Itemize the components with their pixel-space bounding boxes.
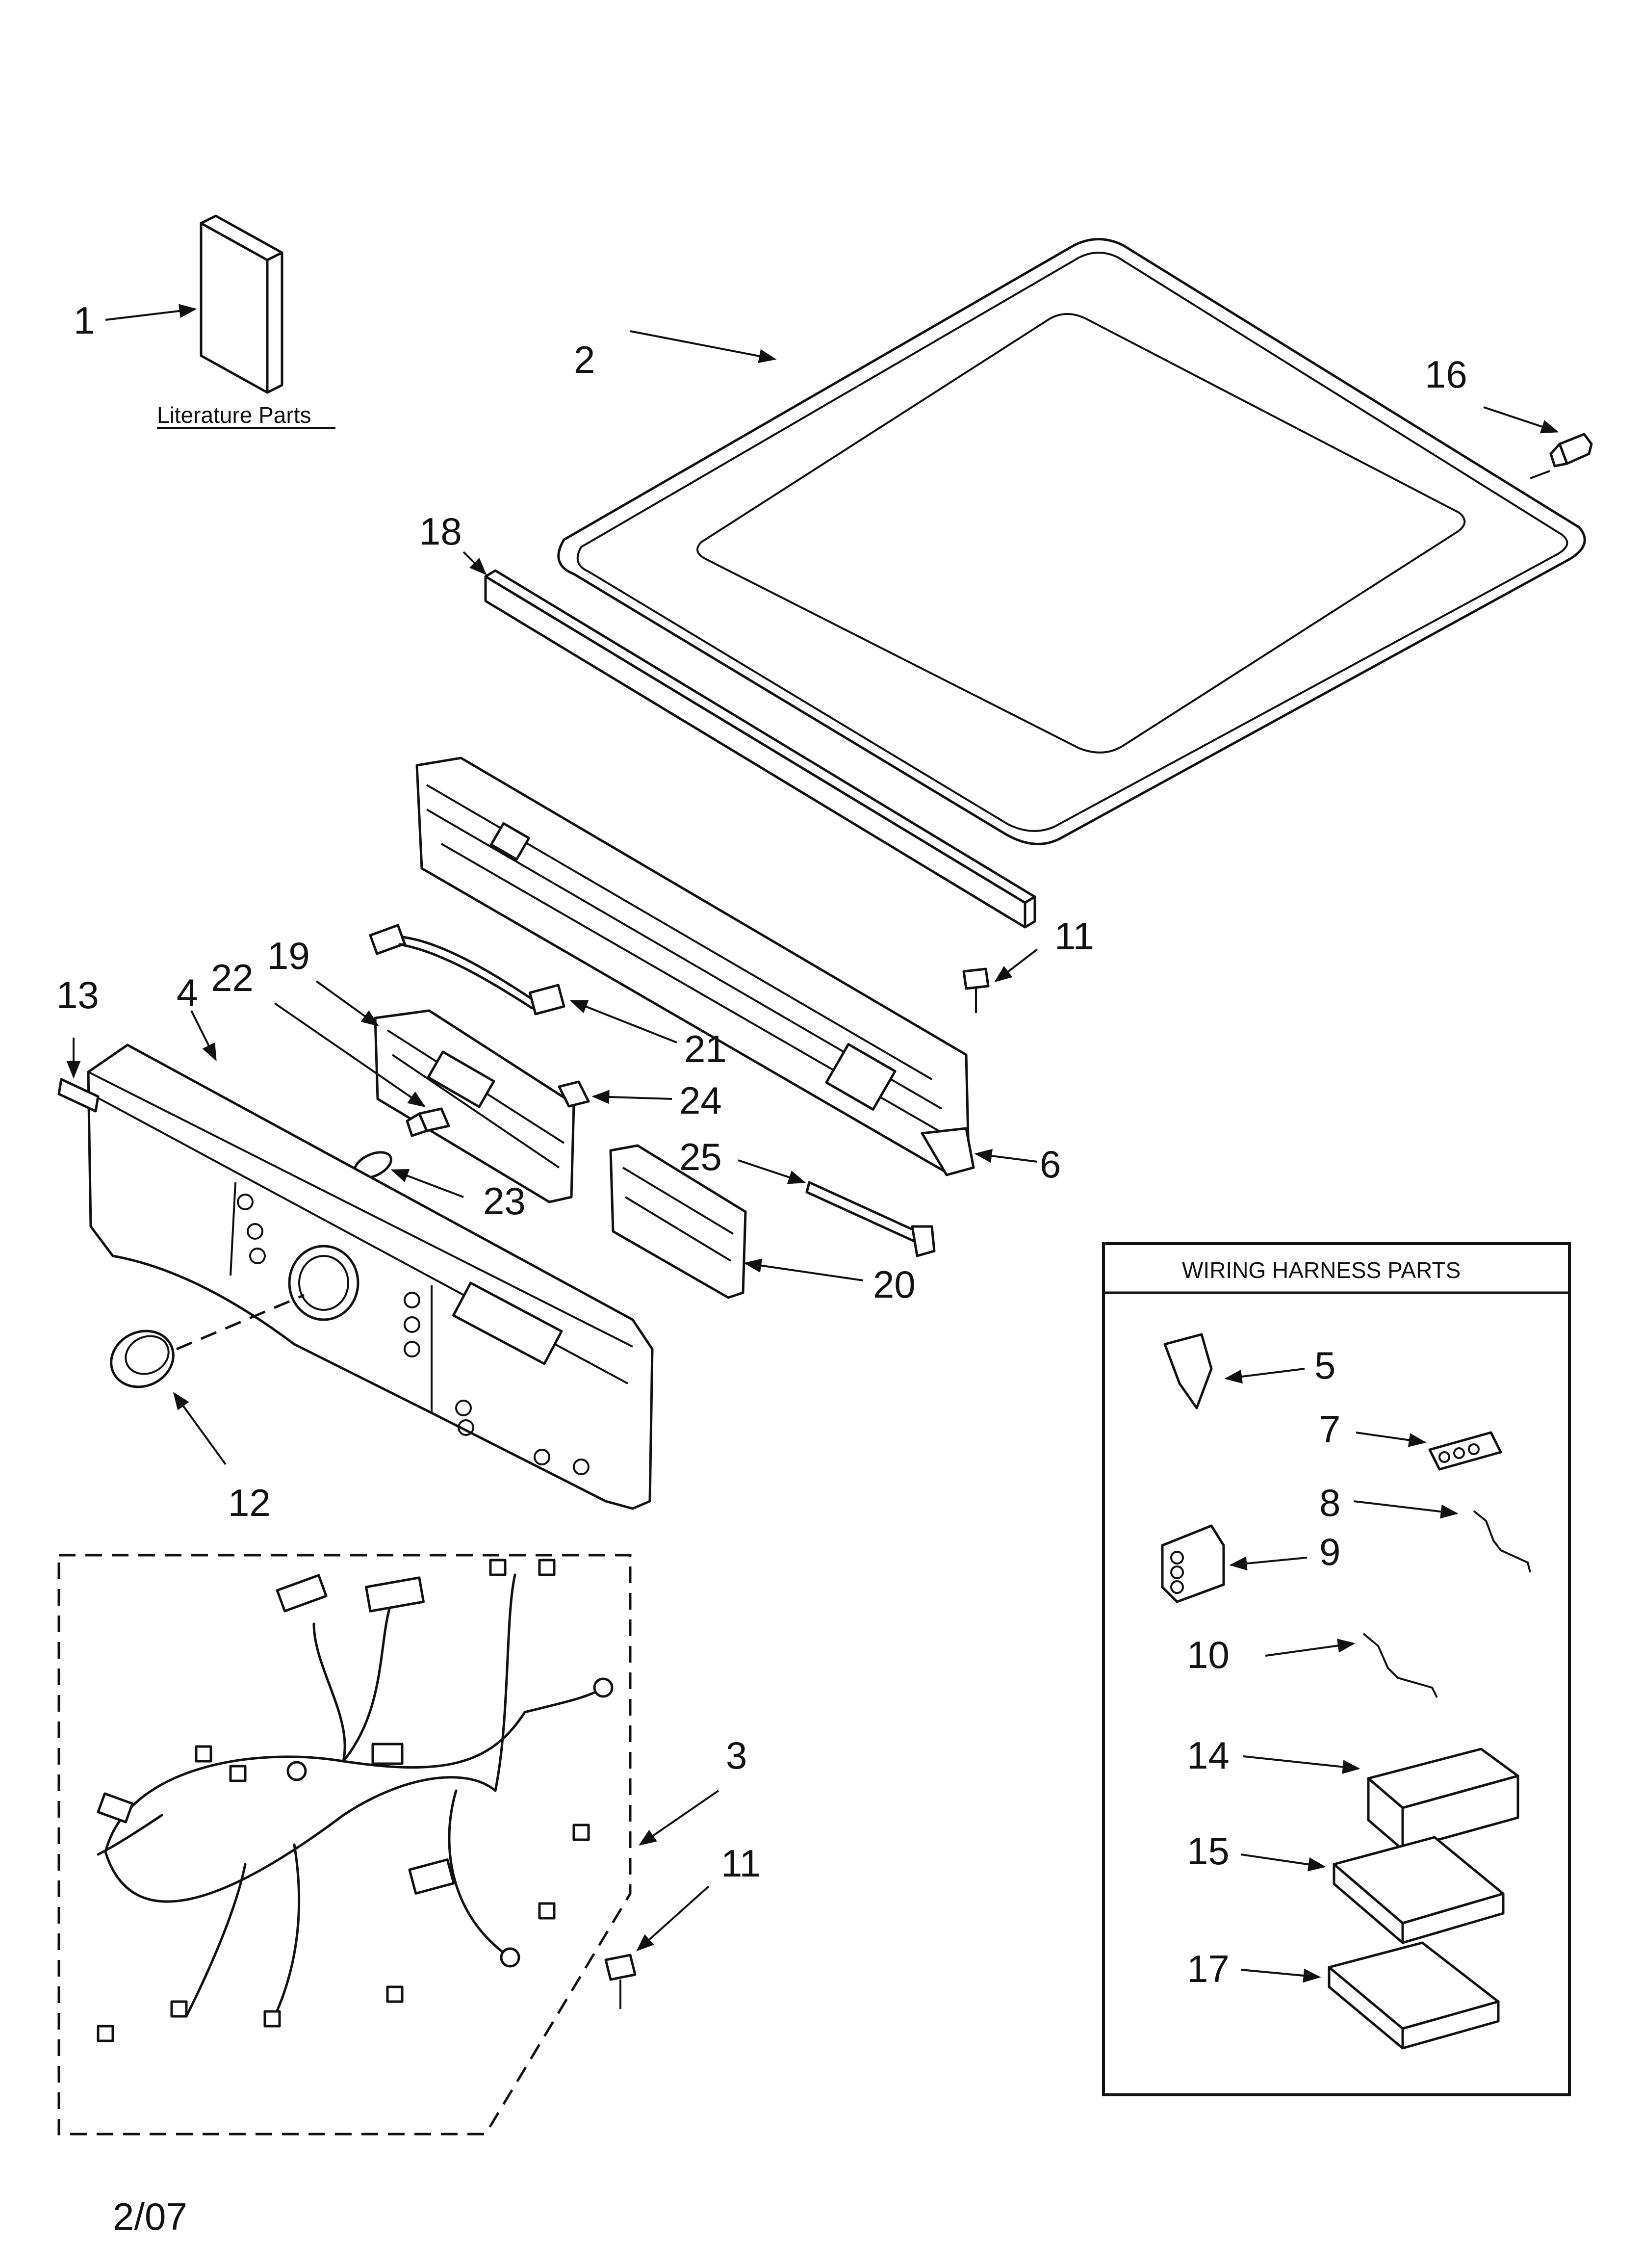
callout-11-upper: 11 bbox=[1054, 914, 1094, 958]
date-code: 2/07 bbox=[113, 2195, 187, 2238]
callout-1: 1 bbox=[74, 299, 95, 342]
callout-13: 13 bbox=[56, 973, 99, 1017]
literature-label: Literature Parts bbox=[157, 402, 311, 428]
wiring-harness-title: WIRING HARNESS PARTS bbox=[1182, 1257, 1461, 1283]
callout-10: 10 bbox=[1187, 1633, 1230, 1676]
terminal-8 bbox=[1473, 1510, 1531, 1573]
callout-19: 19 bbox=[267, 934, 310, 977]
callout-16: 16 bbox=[1425, 353, 1467, 396]
screw-11-upper bbox=[962, 967, 990, 1013]
callout-6: 6 bbox=[1040, 1143, 1061, 1186]
connector-7 bbox=[1428, 1431, 1502, 1471]
connector-15 bbox=[1333, 1836, 1505, 1944]
wire-lead-21 bbox=[369, 924, 565, 1016]
callout-22: 22 bbox=[211, 956, 254, 999]
callout-9: 9 bbox=[1319, 1530, 1340, 1573]
badge-13 bbox=[57, 1078, 100, 1113]
control-board-20 bbox=[609, 1144, 747, 1299]
clip-5 bbox=[1163, 1333, 1213, 1409]
wire-harness-3 bbox=[57, 1554, 632, 2136]
callout-21: 21 bbox=[684, 1027, 727, 1070]
strip-18 bbox=[484, 569, 1036, 929]
callout-23: 23 bbox=[483, 1179, 526, 1223]
callout-15: 15 bbox=[1187, 1829, 1230, 1873]
callout-12: 12 bbox=[228, 1481, 271, 1524]
tie-strap-25 bbox=[805, 1181, 936, 1257]
callout-11-lower: 11 bbox=[721, 1842, 761, 1885]
literature-part bbox=[200, 214, 283, 394]
screw-11-lower bbox=[604, 1954, 637, 2009]
callout-20: 20 bbox=[873, 1263, 916, 1306]
callout-25: 25 bbox=[679, 1135, 722, 1178]
screw-22 bbox=[406, 1107, 450, 1137]
callout-24: 24 bbox=[679, 1079, 722, 1122]
callout-5: 5 bbox=[1314, 1344, 1335, 1387]
screw-16 bbox=[1530, 433, 1593, 479]
connector-17 bbox=[1328, 1941, 1500, 2050]
board-housing-19 bbox=[374, 1009, 575, 1203]
connector-9 bbox=[1161, 1524, 1225, 1603]
callout-8: 8 bbox=[1319, 1481, 1340, 1524]
knob-12 bbox=[110, 1330, 175, 1388]
callout-14: 14 bbox=[1187, 1734, 1230, 1777]
callout-18: 18 bbox=[419, 510, 462, 553]
console-4 bbox=[87, 1043, 654, 1510]
callout-17: 17 bbox=[1187, 1947, 1230, 1990]
top-panel bbox=[557, 238, 1586, 845]
callout-2: 2 bbox=[574, 338, 595, 381]
callout-4: 4 bbox=[177, 971, 198, 1014]
callout-3: 3 bbox=[726, 1734, 747, 1777]
terminal-10 bbox=[1362, 1633, 1438, 1698]
callout-7: 7 bbox=[1319, 1408, 1340, 1451]
clip-24 bbox=[558, 1080, 590, 1108]
console-bracket-6 bbox=[415, 756, 975, 1176]
